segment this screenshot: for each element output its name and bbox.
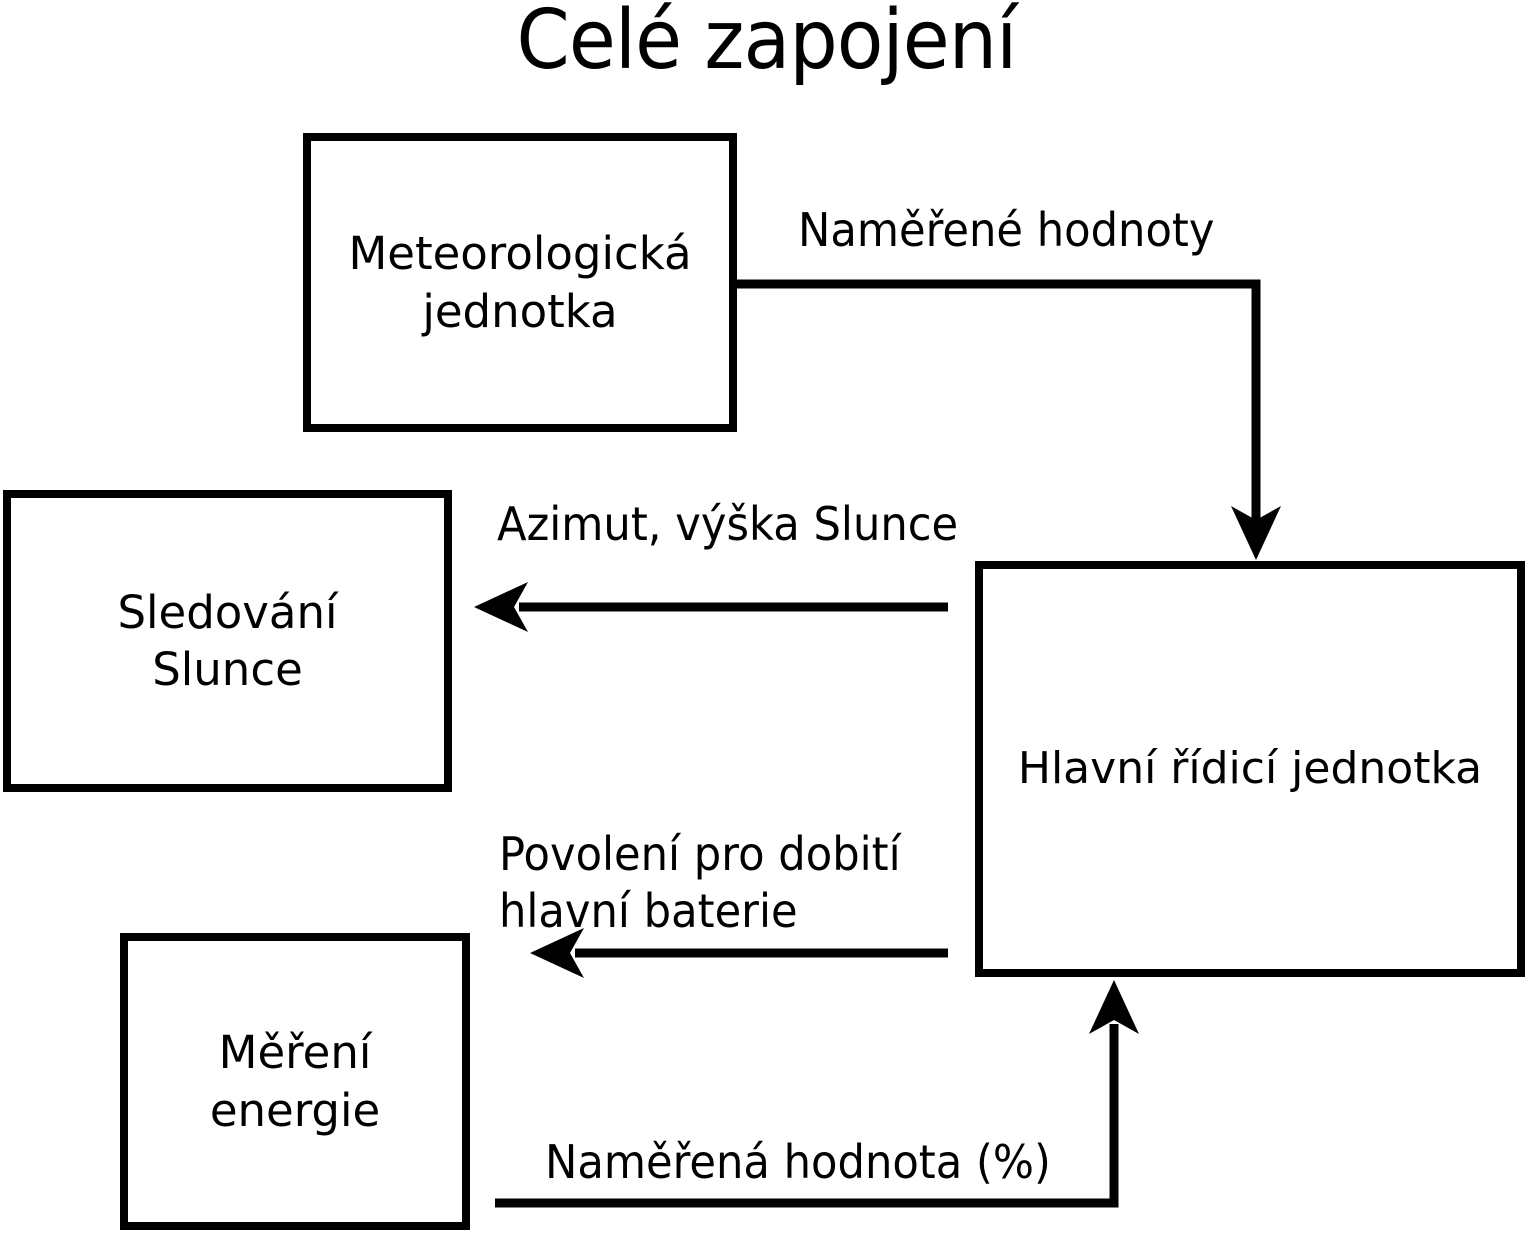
box-meteorological-unit: Meteorologická jednotka — [303, 133, 737, 432]
arrow-label-azimuth: Azimut, výška Slunce — [497, 497, 959, 551]
box-sun-tracking: Sledování Slunce — [3, 490, 452, 792]
arrowhead-down-icon — [1231, 506, 1281, 560]
box-main-control-unit-label: Hlavní řídicí jednotka — [1017, 743, 1483, 795]
arrowhead-left-icon — [474, 582, 528, 632]
box-sun-tracking-label: Sledování Slunce — [117, 585, 338, 696]
arrowhead-up-icon — [1089, 980, 1139, 1034]
box-main-control-unit: Hlavní řídicí jednotka — [975, 561, 1525, 977]
arrow-label-recharge-permission: Povolení pro dobití hlavní baterie — [499, 827, 901, 938]
box-energy-measurement: Měření energie — [120, 933, 470, 1230]
box-energy-measurement-label: Měření energie — [209, 1026, 381, 1137]
box-meteorological-unit-label: Meteorologická jednotka — [348, 227, 692, 338]
arrow-azimuth — [474, 582, 948, 632]
arrow-label-measured-percent: Naměřená hodnota (%) — [545, 1135, 1051, 1189]
arrow-label-measured-values: Naměřené hodnoty — [798, 203, 1215, 257]
arrow-measured-values-line — [737, 279, 1261, 524]
diagram-title: Celé zapojení — [516, 0, 1018, 88]
